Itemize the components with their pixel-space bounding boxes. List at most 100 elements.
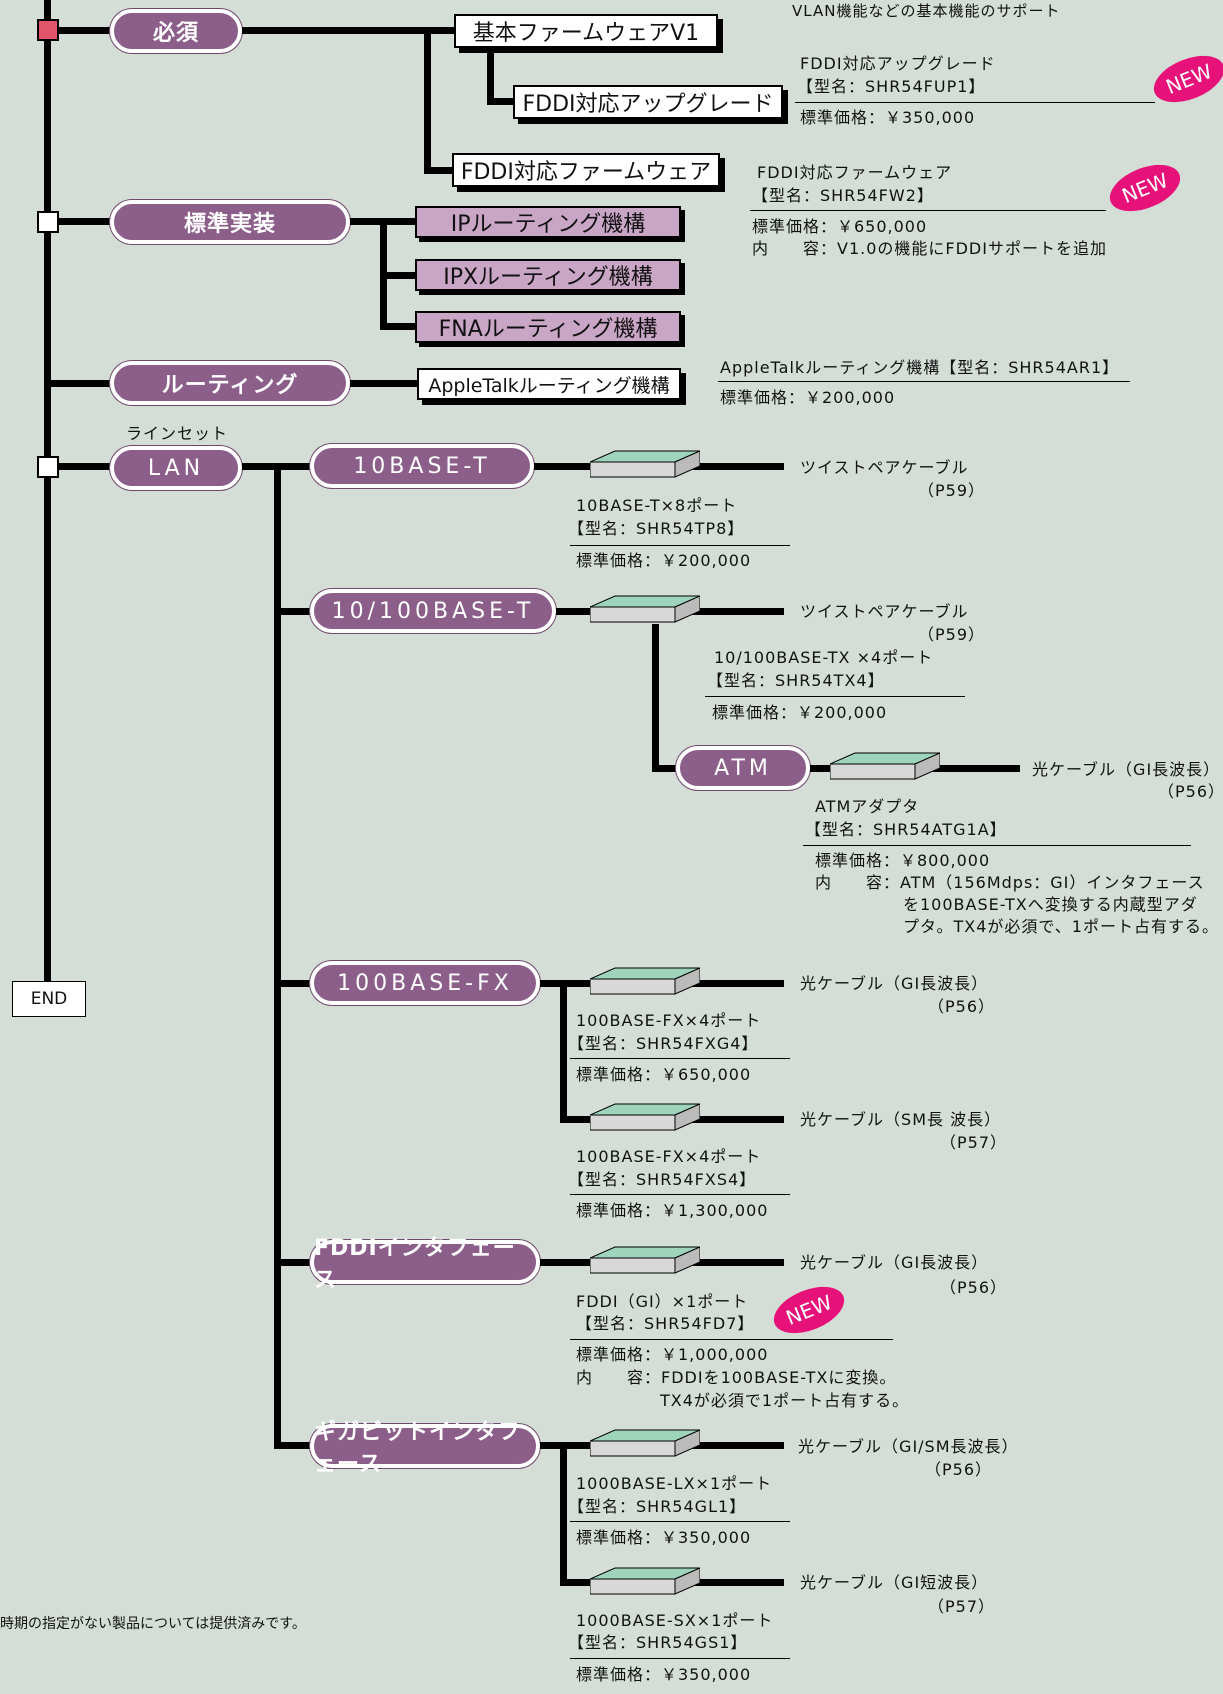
cable-page-10-100base-t: （P59） bbox=[918, 625, 986, 644]
model-10-100base-t: 【型名：SHR54TX4】 bbox=[707, 671, 885, 690]
connector bbox=[424, 27, 431, 174]
divider bbox=[570, 545, 790, 546]
price-10base-t: 標準価格：￥200,000 bbox=[576, 551, 752, 570]
card-1000base-sx bbox=[590, 1567, 700, 1595]
divider bbox=[570, 1658, 790, 1659]
price-100base-fxg4: 標準価格：￥650,000 bbox=[576, 1065, 752, 1084]
model-100base-fxg4: 【型名：SHR54FXG4】 bbox=[568, 1034, 759, 1053]
card-100base-fxs4 bbox=[590, 1103, 700, 1131]
model-atm: 【型名：SHR54ATG1A】 bbox=[805, 820, 1007, 839]
pill-gigabit-interface[interactable]: ギガビットインタフェース bbox=[310, 1420, 540, 1477]
box-ip-routing[interactable]: IPルーティング機構 bbox=[415, 206, 681, 238]
base-firmware-desc: VLAN機能などの基本機能のサポート bbox=[792, 2, 1061, 20]
name-10base-t: 10BASE-T×8ポート bbox=[576, 496, 738, 515]
pill-fddi-interface[interactable]: FDDIインタフェース bbox=[310, 1236, 540, 1293]
box-base-firmware[interactable]: 基本ファームウェアV1 bbox=[454, 14, 718, 48]
connector bbox=[380, 272, 420, 279]
fddi-upgrade-model: 【型名：SHR54FUP1】 bbox=[797, 77, 986, 96]
divider bbox=[570, 1194, 790, 1195]
connector bbox=[350, 380, 420, 387]
content-fddi-1: 内 容：FDDIを100BASE-TXに変換。 bbox=[576, 1368, 897, 1387]
category-lan[interactable]: LAN bbox=[110, 446, 242, 490]
trunk-line bbox=[44, 0, 51, 981]
box-appletalk-routing[interactable]: AppleTalkルーティング機構 bbox=[417, 368, 681, 400]
card-100base-fxg4 bbox=[590, 967, 700, 995]
appletalk-price: 標準価格：￥200,000 bbox=[720, 388, 896, 407]
content-fddi-2: TX4が必須で1ポート占有する。 bbox=[660, 1391, 910, 1410]
price-1000base-sx: 標準価格：￥350,000 bbox=[576, 1665, 752, 1684]
model-fddi-interface: 【型名：SHR54FD7】 bbox=[576, 1314, 755, 1333]
lan-branch-line bbox=[274, 463, 281, 1449]
cable-page-1000base-sx: （P57） bbox=[928, 1597, 996, 1616]
cable-page-100base-fxg4: （P56） bbox=[928, 997, 996, 1016]
connector bbox=[380, 323, 420, 330]
end-box: END bbox=[12, 981, 86, 1017]
fddi-upgrade-price: 標準価格：￥350,000 bbox=[800, 108, 976, 127]
category-routing[interactable]: ルーティング bbox=[110, 361, 350, 405]
lan-marker bbox=[37, 456, 59, 478]
fddi-firmware-price: 標準価格：￥650,000 bbox=[752, 217, 928, 236]
connector bbox=[58, 463, 113, 470]
pill-atm[interactable]: ATM bbox=[676, 746, 810, 790]
cable-atm: 光ケーブル（GI長波長） bbox=[1032, 760, 1221, 779]
category-standard[interactable]: 標準実装 bbox=[110, 200, 350, 244]
connector bbox=[274, 980, 314, 987]
connector bbox=[560, 980, 567, 1120]
connector bbox=[274, 1259, 314, 1266]
fddi-upgrade-name: FDDI対応アップグレード bbox=[800, 54, 996, 73]
price-10-100base-t: 標準価格：￥200,000 bbox=[712, 703, 888, 722]
new-badge: NEW bbox=[1103, 155, 1187, 221]
price-100base-fxs4: 標準価格：￥1,300,000 bbox=[576, 1201, 769, 1220]
name-100base-fxs4: 100BASE-FX×4ポート bbox=[576, 1147, 762, 1166]
standard-marker bbox=[37, 211, 59, 233]
connector bbox=[242, 27, 427, 34]
divider bbox=[570, 1521, 790, 1522]
price-atm: 標準価格：￥800,000 bbox=[815, 851, 991, 870]
connector bbox=[652, 765, 682, 772]
connector bbox=[274, 608, 314, 615]
connector bbox=[58, 218, 113, 225]
content-atm-3: プタ。TX4が必須で、1ポート占有する。 bbox=[903, 917, 1219, 936]
divider bbox=[803, 845, 1191, 846]
cable-1000base-sx: 光ケーブル（GI短波長） bbox=[800, 1573, 989, 1592]
card-fddi-interface bbox=[590, 1246, 700, 1274]
cable-page-100base-fxs4: （P57） bbox=[940, 1133, 1008, 1152]
pill-100base-fx[interactable]: 100BASE-FX bbox=[310, 961, 540, 1005]
cable-100base-fxg4: 光ケーブル（GI長波長） bbox=[800, 974, 989, 993]
appletalk-name: AppleTalkルーティング機構【型名：SHR54AR1】 bbox=[720, 358, 1120, 377]
name-10-100base-t: 10/100BASE-TX ×4ポート bbox=[714, 648, 934, 667]
name-100base-fxg4: 100BASE-FX×4ポート bbox=[576, 1011, 762, 1030]
card-10-100base-t bbox=[590, 595, 700, 623]
name-atm: ATMアダプタ bbox=[815, 797, 920, 816]
cable-fddi-interface: 光ケーブル（GI長波長） bbox=[800, 1253, 989, 1272]
content-atm-2: を100BASE-TXへ変換する内蔵型アダ bbox=[903, 895, 1198, 914]
price-1000base-lx: 標準価格：￥350,000 bbox=[576, 1528, 752, 1547]
model-1000base-lx: 【型名：SHR54GL1】 bbox=[568, 1497, 747, 1516]
pill-10-100base-t[interactable]: 10/100BASE-T bbox=[310, 589, 556, 633]
connector bbox=[424, 27, 454, 34]
divider bbox=[570, 1058, 790, 1059]
connector bbox=[560, 1442, 567, 1584]
divider bbox=[750, 210, 1106, 211]
divider bbox=[795, 102, 1155, 103]
cable-page-fddi-interface: （P56） bbox=[940, 1278, 1008, 1297]
connector bbox=[487, 48, 494, 105]
box-fddi-upgrade[interactable]: FDDI対応アップグレード bbox=[513, 85, 783, 119]
box-fna-routing[interactable]: FNAルーティング機構 bbox=[415, 311, 681, 343]
cable-10-100base-t: ツイストペアケーブル bbox=[800, 602, 969, 621]
connector bbox=[58, 27, 113, 34]
box-ipx-routing[interactable]: IPXルーティング機構 bbox=[415, 259, 681, 291]
divider bbox=[718, 381, 1130, 382]
content-atm-1: 内 容：ATM（156Mdps：GI）インタフェース bbox=[815, 873, 1205, 892]
divider bbox=[570, 1339, 893, 1340]
pill-10base-t[interactable]: 10BASE-T bbox=[310, 444, 534, 488]
cable-page-1000base-lx: （P56） bbox=[925, 1460, 993, 1479]
fddi-firmware-name: FDDI対応ファームウェア bbox=[757, 163, 953, 182]
fddi-firmware-model: 【型名：SHR54FW2】 bbox=[752, 186, 934, 205]
new-badge: NEW bbox=[767, 1277, 851, 1343]
connector bbox=[51, 380, 113, 387]
name-1000base-sx: 1000BASE-SX×1ポート bbox=[576, 1611, 774, 1630]
category-required[interactable]: 必須 bbox=[110, 9, 242, 53]
connector bbox=[652, 624, 659, 772]
box-fddi-firmware[interactable]: FDDI対応ファームウェア bbox=[452, 153, 720, 187]
